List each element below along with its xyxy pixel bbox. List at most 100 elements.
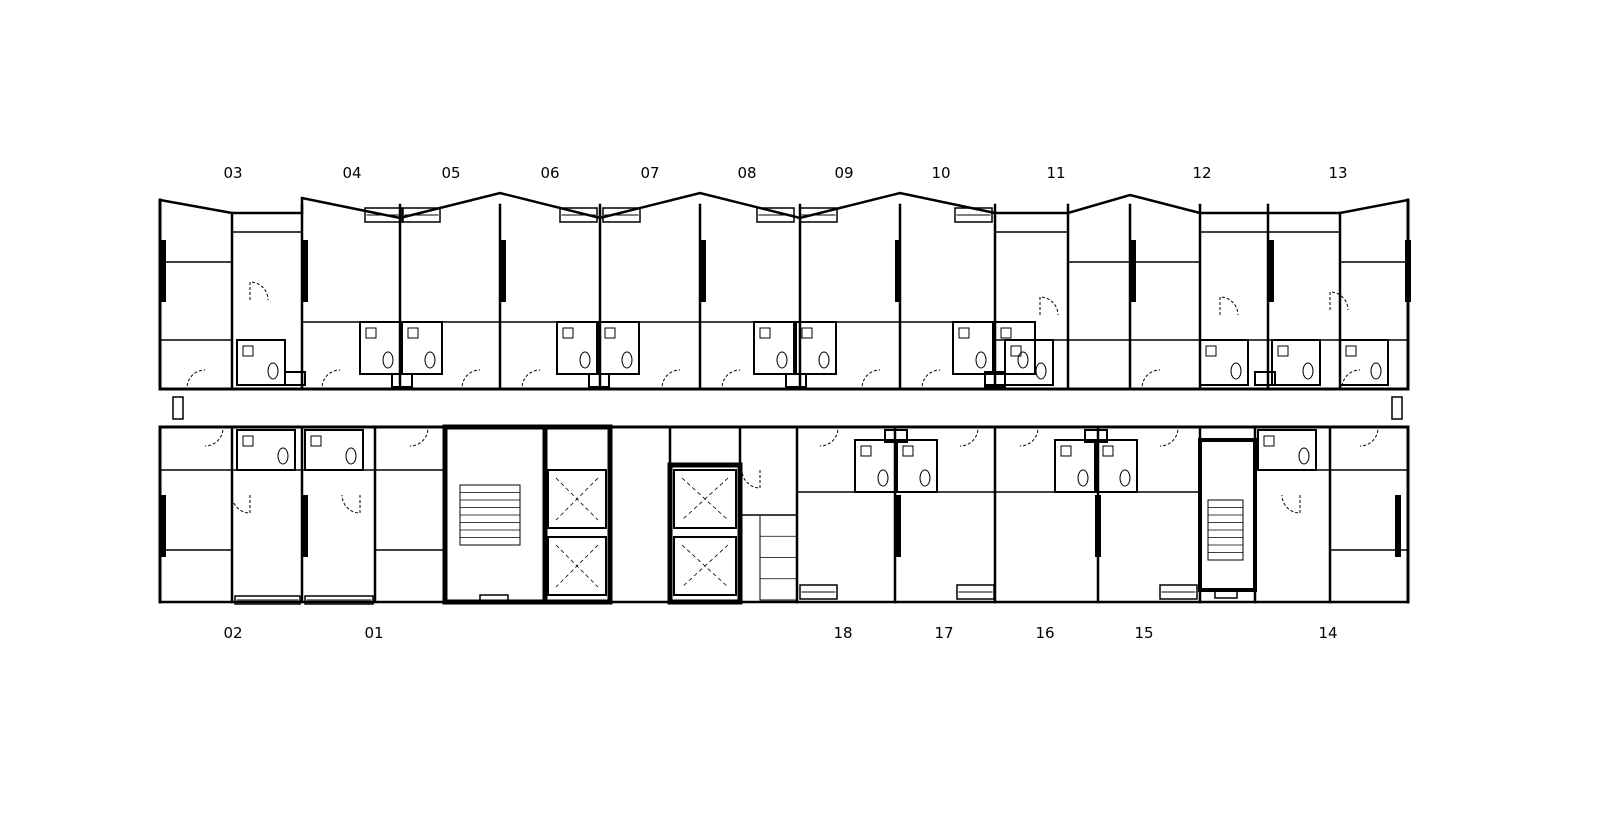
fixture-layer (186, 281, 1382, 601)
elevator-cross (681, 477, 729, 521)
door-swing (959, 427, 979, 447)
corridor-window-left (172, 396, 184, 420)
structural-column (500, 240, 506, 302)
window (954, 207, 993, 223)
window (234, 595, 301, 605)
elevator-shaft (547, 469, 607, 529)
structural-column (302, 495, 308, 557)
bathroom (556, 321, 598, 375)
sink-fixture (1277, 345, 1289, 357)
bathroom (1054, 439, 1096, 493)
unit-label-bottom: 01 (364, 624, 383, 642)
structural-column (1395, 495, 1401, 557)
toilet-fixture (818, 351, 830, 369)
bathroom (359, 321, 401, 375)
door-swing (1159, 427, 1179, 447)
structural-column (302, 240, 308, 302)
toilet-fixture (1035, 362, 1047, 380)
toilet-fixture (277, 447, 289, 465)
structural-column (700, 240, 706, 302)
window (602, 207, 641, 223)
shaft (785, 373, 807, 388)
toilet-fixture (919, 469, 931, 487)
sink-fixture (310, 435, 322, 447)
unit-label-top: 13 (1328, 164, 1347, 182)
unit-label-bottom: 15 (1134, 624, 1153, 642)
bathroom (994, 321, 1036, 375)
elevator-core (667, 462, 743, 605)
facade-top (158, 191, 1410, 220)
unit-label-bottom: 16 (1035, 624, 1054, 642)
door-swing (1039, 296, 1059, 316)
door-swing (461, 369, 481, 389)
stair-window (1214, 589, 1238, 599)
sink-fixture (242, 345, 254, 357)
toilet-fixture (1230, 362, 1242, 380)
sink-fixture (407, 327, 419, 339)
door-swing (1019, 427, 1039, 447)
structural-column (1095, 495, 1101, 557)
unit-label-top: 11 (1046, 164, 1065, 182)
toilet-fixture (382, 351, 394, 369)
elevator-shaft (547, 536, 607, 596)
sink-fixture (1345, 345, 1357, 357)
toilet-fixture (1077, 469, 1089, 487)
lobby (609, 426, 671, 603)
toilet-fixture (1119, 469, 1131, 487)
bathroom (795, 321, 837, 375)
toilet-fixture (1017, 351, 1029, 369)
elevator-cross (555, 477, 599, 521)
shaft (984, 371, 1006, 386)
toilet-fixture (1370, 362, 1382, 380)
door-swing (741, 469, 761, 489)
unit-label-top: 08 (737, 164, 756, 182)
sink-fixture (860, 445, 872, 457)
door-swing (341, 494, 361, 514)
window (799, 207, 838, 223)
sink-fixture (1060, 445, 1072, 457)
unit-label-top: 04 (342, 164, 361, 182)
unit-label-top: 09 (834, 164, 853, 182)
bathroom (854, 439, 896, 493)
shaft (391, 373, 413, 388)
shaft (1254, 371, 1276, 386)
unit-label-top: 05 (441, 164, 460, 182)
toilet-fixture (579, 351, 591, 369)
door-swing (204, 427, 224, 447)
bathroom (952, 321, 994, 375)
bathroom (401, 321, 443, 375)
bathroom (1257, 429, 1317, 471)
window (364, 207, 403, 223)
structural-column (160, 240, 166, 302)
sink-fixture (801, 327, 813, 339)
bathroom (236, 429, 296, 471)
toilet-fixture (975, 351, 987, 369)
unit-label-bottom: 14 (1318, 624, 1337, 642)
shaft (1084, 429, 1108, 443)
unit-label-bottom: 18 (833, 624, 852, 642)
sink-fixture (604, 327, 616, 339)
bathroom (1339, 339, 1389, 386)
unit-label-top: 03 (223, 164, 242, 182)
door-swing (1281, 494, 1301, 514)
door-swing (661, 369, 681, 389)
structural-column (1405, 240, 1411, 302)
elevator-core (542, 424, 613, 605)
toilet-fixture (776, 351, 788, 369)
elevator-shaft (673, 536, 737, 596)
corridor-window-right (1391, 396, 1403, 420)
bathroom (896, 439, 938, 493)
window (756, 207, 795, 223)
shaft (884, 429, 908, 443)
unit-label-bottom: 17 (934, 624, 953, 642)
sink-fixture (1010, 345, 1022, 357)
unit-label-top: 10 (931, 164, 950, 182)
sink-fixture (1000, 327, 1012, 339)
structural-column (895, 495, 901, 557)
service-room (739, 426, 798, 516)
bathroom (1199, 339, 1249, 386)
door-swing (1219, 296, 1239, 316)
unit-label-top: 07 (640, 164, 659, 182)
window (1159, 584, 1198, 600)
